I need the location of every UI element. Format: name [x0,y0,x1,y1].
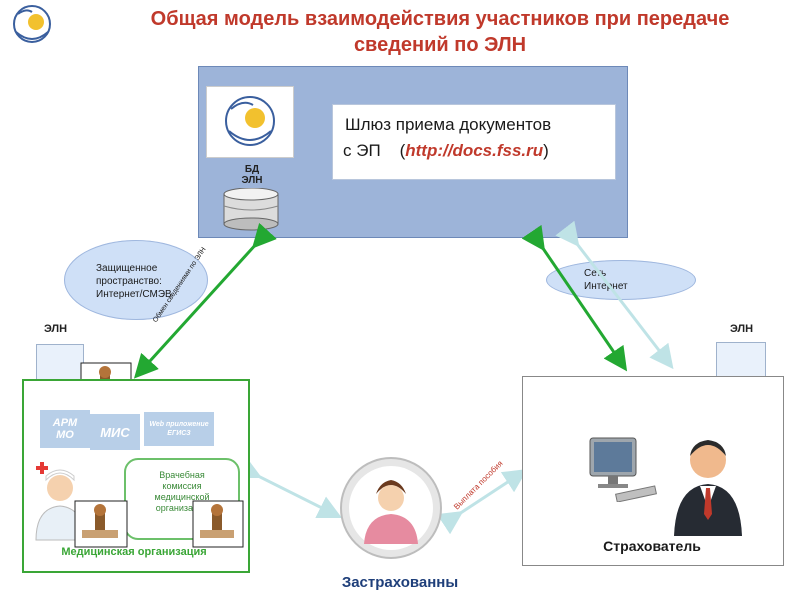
egisz-web-card: Web приложение ЕГИСЗ [144,412,214,446]
insured-label: Застрахованны [341,574,459,591]
arm-mo-card: АРМ МО [40,410,90,448]
commission-text: Врачебная комиссия медицинской организац… [126,470,238,514]
mis-card: МИС [90,414,140,450]
medical-organization-label: Медицинская организация [61,546,207,558]
arrow-gateway-insurer [521,224,628,372]
page-title: Общая модель взаимодействия участников п… [120,6,760,58]
secure-network-text: Защищенное пространство: Интернет/СМЭВ [96,262,172,301]
gateway-url-open: ( [399,141,406,160]
web-line-1: Web приложение [149,421,209,428]
arrow-gateway-med [133,222,277,379]
gateway-line-1: Шлюз приема документов [345,115,552,134]
gateway-url-close: ) [543,141,549,160]
commission-line-4: организации [155,503,209,513]
commission-line-1: Врачебная [159,470,205,480]
stamp-icon-nurse [74,500,128,548]
insurer-label: Страхователь [603,538,701,554]
arm-line-2: МО [56,429,74,441]
nurse-icon [35,462,85,541]
db-label-line-1: БД [244,164,260,175]
cloud-left-line-2: пространство: [96,276,162,287]
arrow-insurer-insured [436,469,528,535]
commission-line-2: комиссия [162,481,202,491]
arrow-med-insured [235,456,343,519]
fss-emblem [206,86,294,158]
fss-emblem-icon [225,96,275,146]
stamp-icon-commission [192,500,244,548]
cloud-left-line-1: Защищенное [96,263,158,274]
gateway-textbox: Шлюз приема документов с ЭП (http://docs… [332,104,616,180]
insured-person-icon [340,457,442,559]
commission-line-3: медицинской [154,492,210,502]
eln-label-right: ЭЛН [730,323,754,335]
title-line-2: сведений по ЭЛН [353,34,527,56]
web-line-2: ЕГИСЗ [167,430,191,437]
gateway-line-2: с ЭП (http://docs.fss.ru) [343,141,549,161]
cloud-left-line-3: Интернет/СМЭВ [96,289,172,300]
businessman-icon [674,440,742,536]
arrow-gateway-insurer-pale [555,220,674,370]
title-line-1: Общая модель взаимодействия участников п… [150,8,730,30]
gateway-url[interactable]: http://docs.fss.ru [405,141,544,160]
db-label: БД ЭЛН [226,164,278,186]
fss-logo-icon [13,5,51,43]
database-icon [223,188,279,231]
gateway-prefix: с ЭП [343,141,381,160]
arm-line-1: АРМ [52,417,78,429]
computer-icon [589,437,657,502]
eln-label-left: ЭЛН [44,323,68,335]
db-label-line-2: ЭЛН [241,175,263,186]
